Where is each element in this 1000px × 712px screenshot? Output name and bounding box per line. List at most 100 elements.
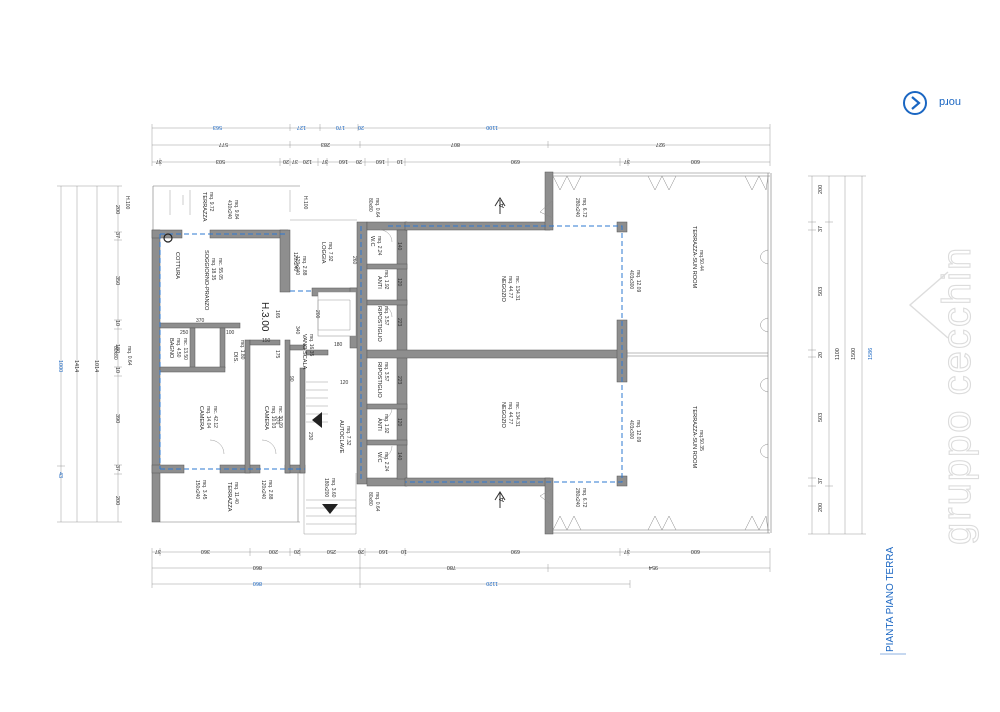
room-area: mq.50.44 — [698, 250, 704, 271]
dim-label: 120 — [340, 380, 349, 386]
dim-label: 1100 — [835, 348, 841, 360]
dim-label: 250 — [180, 330, 189, 336]
room-name: VANO SCALA — [301, 334, 307, 370]
dim-label: 223 — [396, 318, 402, 327]
dim-label: 120x240 — [292, 252, 298, 271]
dim-label: 10 — [114, 320, 120, 326]
dim-label: 10 — [401, 548, 407, 554]
north-arrow: nord — [903, 91, 961, 115]
dim-label: 180 — [114, 344, 120, 353]
dim-label: 37 — [818, 226, 824, 232]
room-name: SOGGIORNO-PRANZO — [203, 250, 209, 311]
room-name: NEGOZIO — [500, 276, 506, 302]
sheet-title: PIANTA PIANO TERRA — [885, 546, 896, 652]
room-name: LOGGIA — [320, 242, 326, 264]
staircase — [306, 299, 356, 525]
room-volume: mc. 134.31 — [514, 276, 520, 301]
dim-label: 340 — [294, 326, 300, 335]
dim-label: 370 — [274, 416, 280, 425]
room-labels: TERRAZZA mq. 9.72 410x240 mq. 9.84 COTTU… — [168, 192, 704, 512]
dim-label: 230 — [307, 432, 313, 441]
room-volume: mc. 30.09 — [277, 406, 283, 428]
section-marker-top: A — [494, 197, 506, 214]
north-label: nord — [939, 96, 961, 108]
dimension-lines-bottom: 37 360 200 20 250 20 160 10 690 37 600 8… — [151, 548, 771, 588]
logo-text: gruppo cecchin — [935, 246, 979, 545]
room-volume: mc. 55.05 — [217, 258, 223, 280]
opening-label: 120x240 — [260, 480, 266, 499]
opening-label: mq. 0.64 — [126, 346, 132, 366]
dim-label: 150 — [262, 338, 271, 344]
dimension-lines-right: 200 37 503 20 503 37 200 1100 1500 1586 — [808, 175, 874, 535]
opening-label: mq. 12.09 — [635, 420, 641, 442]
dimension-lines-top: 563 127 170 20 1100 577 283 807 927 37 5… — [151, 124, 771, 166]
opening-label: mq. 2.88 — [267, 480, 273, 500]
opening-label: 80x80 — [367, 492, 373, 506]
dim-label: 37 — [322, 158, 328, 164]
dim-label: 1000 — [57, 360, 63, 372]
dim-label: 170 — [336, 124, 345, 130]
dim-label: 577 — [219, 141, 228, 147]
dim-label: 563 — [213, 124, 222, 130]
dim-label: 100 — [226, 330, 235, 336]
room-name: BAGNO — [168, 338, 174, 359]
dim-label: 37 — [114, 465, 120, 471]
dim-label: 260 — [351, 256, 357, 265]
brand-logo: gruppo cecchin — [908, 245, 980, 546]
dim-label: 120 — [303, 158, 312, 164]
dim-label: 1100 — [486, 124, 498, 130]
dim-label: 160 — [379, 548, 388, 554]
ceiling-height: H.3.00 — [259, 302, 270, 332]
dim-label: 20 — [358, 548, 364, 554]
dim-label: 780 — [447, 564, 456, 570]
opening-label: 180x200 — [323, 478, 329, 497]
opening-labels: H.100 H.100 120x240 mq. 2.88 80x80 mq. 0… — [112, 196, 641, 512]
dim-label: 250 — [327, 548, 336, 554]
opening-label: mq. 3.60 — [330, 478, 336, 498]
room-name: CAMERA — [263, 406, 269, 430]
dim-label: 1586 — [868, 348, 874, 360]
section-marker-bottom: A — [494, 491, 506, 508]
dim-label: 37 — [624, 548, 630, 554]
opening-label: 403x300 — [628, 420, 634, 439]
room-name: W.C — [376, 452, 382, 463]
dim-label: 600 — [691, 158, 700, 164]
dim-label: 1014 — [93, 360, 99, 372]
door-swings — [169, 190, 393, 459]
dim-label: 350 — [114, 276, 120, 285]
dim-label: 37 — [292, 158, 298, 164]
dim-label: 140 — [396, 452, 402, 461]
dim-label: 954 — [649, 564, 658, 570]
dim-label: 927 — [656, 141, 665, 147]
room-area: mq. 1.80 — [239, 340, 245, 360]
opening-label: 80x80 — [112, 346, 118, 360]
dimension-lines-left: 1000 43 1414 1014 200 37 350 10 180 10 3… — [57, 185, 122, 523]
dim-label: 200 — [114, 205, 120, 214]
walls — [151, 171, 628, 535]
room-area: mq. 7.92 — [327, 242, 333, 262]
dim-label: 690 — [511, 548, 520, 554]
opening-label: 80x80 — [367, 198, 373, 212]
room-name: TERRAZZA — [201, 192, 207, 222]
room-name: ANTI — [376, 418, 382, 431]
dim-label: 860 — [253, 564, 262, 570]
interior-dimensions: 370 250 100 165 150 175 90 340 200 180 3… — [180, 242, 402, 461]
dim-label: 360 — [201, 548, 210, 554]
opening-label: 280x240 — [574, 198, 580, 217]
cooker-icon — [163, 233, 173, 243]
dim-label: 37 — [818, 478, 824, 484]
dim-label: 1500 — [851, 348, 857, 360]
room-area: mq. 2.24 — [376, 236, 382, 256]
room-area: mq. 16.35 — [308, 334, 314, 356]
dim-label: 390 — [114, 414, 120, 423]
dim-label: 10 — [114, 367, 120, 373]
dim-label: 20 — [818, 352, 824, 358]
opening-label: mq. 6.72 — [581, 488, 587, 508]
dim-label: 37 — [114, 232, 120, 238]
room-name: TERRAZZA-SUN ROOM — [691, 406, 697, 468]
opening-label: H.100 — [124, 196, 130, 210]
north-circle-icon — [903, 91, 927, 115]
dim-label: 503 — [216, 158, 225, 164]
dim-label: 370 — [196, 318, 205, 324]
